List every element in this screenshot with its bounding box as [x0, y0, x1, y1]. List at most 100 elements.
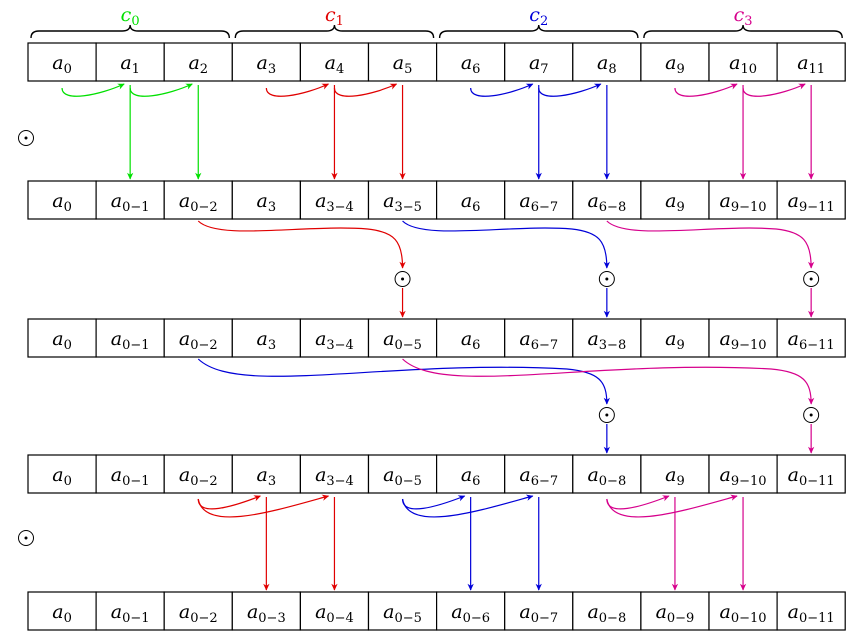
array-cell: a0−1: [95, 180, 165, 220]
array-cell: a3−8: [572, 318, 642, 358]
array-cell: a9−10: [708, 180, 778, 220]
array-cell: a9−10: [708, 318, 778, 358]
array-cell: a7: [504, 42, 574, 82]
odot-operator-symbol: ⊙: [394, 271, 411, 287]
chunk-label: c0: [121, 4, 140, 29]
array-cell: a0−2: [163, 180, 233, 220]
cell-base: a: [665, 464, 676, 486]
cell-subscript: 0: [64, 62, 72, 77]
cell-base: a: [111, 464, 122, 486]
cell-box: [231, 591, 302, 631]
cell-subscript: 3−4: [326, 200, 353, 215]
cell-box: [299, 180, 370, 220]
array-cell: a0−4: [299, 591, 370, 631]
dependency-arrows: [61, 83, 815, 591]
cell-subscript: 0−4: [326, 611, 353, 626]
cell-subscript: 0: [64, 474, 72, 489]
cell-box: [95, 318, 165, 358]
cell-subscript: 0−2: [190, 338, 217, 353]
cell-box: [572, 42, 642, 82]
cell-label: a0−8: [587, 601, 626, 626]
array-cell: a3−5: [367, 180, 438, 220]
dependency-arrow: [197, 495, 262, 510]
cell-base: a: [529, 52, 540, 74]
cell-box: [27, 318, 97, 358]
cell-label: a0: [52, 52, 72, 77]
dependency-arrow: [606, 495, 670, 510]
array-cell: a6−11: [776, 318, 846, 358]
cell-box: [163, 180, 233, 220]
cell-base: a: [111, 190, 122, 212]
cell-label: a0−6: [451, 601, 490, 626]
cell-base: a: [519, 601, 530, 623]
cell-box: [367, 42, 438, 82]
cell-base: a: [587, 328, 598, 350]
cell-label: a3−5: [383, 190, 422, 215]
cell-box: [776, 318, 846, 358]
operator-symbols: ⊙⊙⊙⊙⊙⊙⊙: [18, 130, 820, 546]
dependency-arrow: [538, 83, 602, 97]
cell-box: [163, 454, 233, 494]
cell-label: a3: [257, 328, 277, 353]
cell-box: [367, 454, 438, 494]
cell-subscript: 0−8: [599, 474, 626, 489]
cell-label: a1: [120, 52, 140, 77]
chunk-brace: [30, 24, 230, 39]
cell-box: [708, 42, 778, 82]
array-cell: a0−1: [95, 591, 165, 631]
dependency-arrow: [401, 494, 534, 518]
array-cell: a0: [27, 591, 97, 631]
cell-box: [436, 180, 506, 220]
cell-label: a5: [393, 52, 413, 77]
array-cell: a6−7: [504, 318, 574, 358]
cell-label: a0−5: [383, 464, 422, 489]
array-cell: a9: [640, 318, 710, 358]
array-cell: a0−5: [367, 454, 438, 494]
cell-box: [231, 318, 302, 358]
cell-base: a: [788, 464, 799, 486]
cell-base: a: [519, 328, 530, 350]
cell-base: a: [111, 601, 122, 623]
cell-subscript: 3−5: [394, 200, 421, 215]
cell-base: a: [729, 52, 740, 74]
cell-base: a: [52, 328, 63, 350]
cell-box: [640, 454, 710, 494]
cell-base: a: [587, 464, 598, 486]
cell-subscript: 6−7: [531, 474, 558, 489]
cell-base: a: [188, 52, 199, 74]
cell-base: a: [325, 52, 336, 74]
cell-label: a9−11: [788, 190, 835, 215]
cell-base: a: [179, 190, 190, 212]
cell-base: a: [788, 601, 799, 623]
cell-label: a0−7: [519, 601, 558, 626]
cell-subscript: 0: [64, 200, 72, 215]
cell-label: a7: [529, 52, 549, 77]
cell-label: a0−1: [111, 328, 150, 353]
cell-base: a: [111, 328, 122, 350]
array-cell: a0−7: [504, 591, 574, 631]
odot-operator-symbol: ⊙: [18, 130, 34, 146]
cell-box: [572, 591, 642, 631]
dependency-arrow: [402, 220, 610, 269]
cell-base: a: [587, 190, 598, 212]
cell-base: a: [52, 52, 63, 74]
cell-subscript: 0−8: [599, 611, 626, 626]
cell-subscript: 0: [64, 611, 72, 626]
cell-subscript: 1: [132, 62, 140, 77]
cell-subscript: 0−2: [190, 200, 217, 215]
cell-subscript: 3−4: [326, 474, 353, 489]
cell-box: [504, 180, 574, 220]
cell-box: [231, 454, 302, 494]
cell-box: [299, 591, 370, 631]
cell-subscript: 0−1: [122, 200, 149, 215]
cell-label: a8: [597, 52, 617, 77]
dependency-arrow: [129, 83, 193, 97]
cell-subscript: 6: [472, 338, 480, 353]
array-cell: a0−1: [95, 454, 165, 494]
cell-label: a9: [665, 328, 685, 353]
cell-subscript: 0−1: [122, 338, 149, 353]
cell-box: [708, 591, 778, 631]
